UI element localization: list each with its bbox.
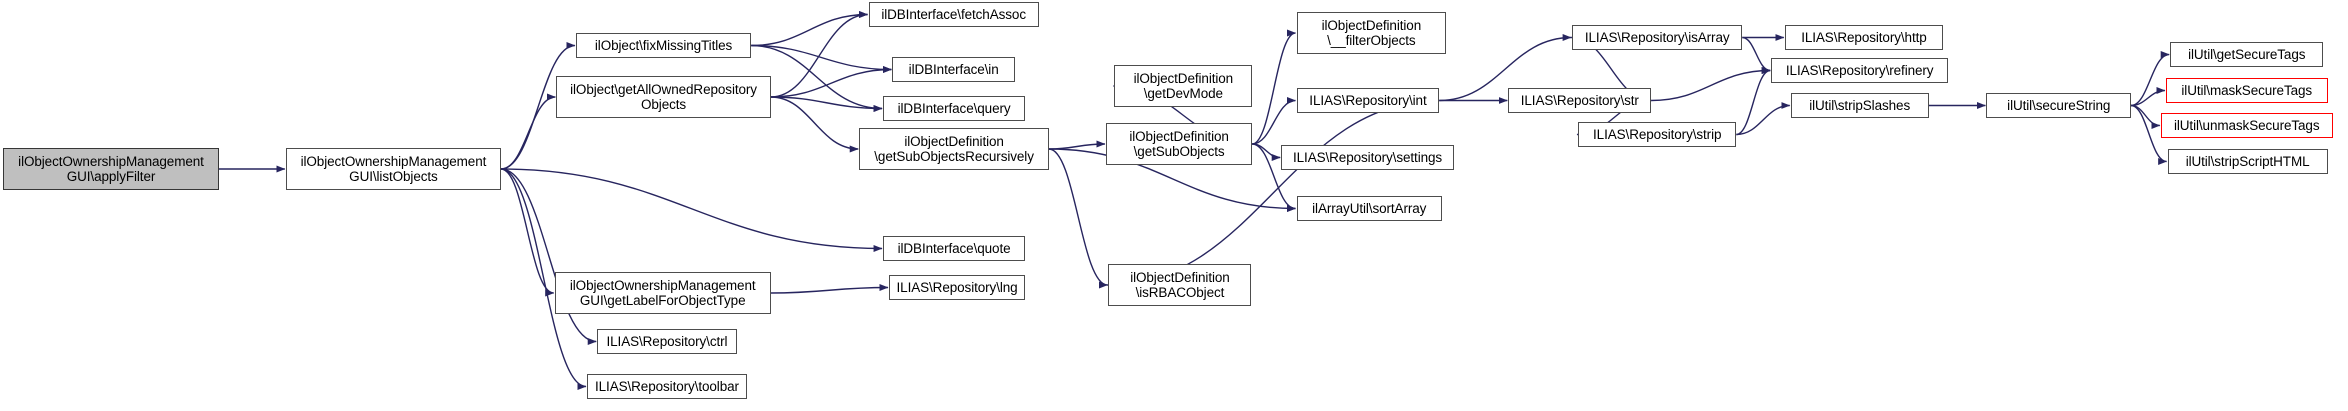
graph-node[interactable]: ILIAS\Repository\refinery: [1771, 58, 1949, 83]
graph-node[interactable]: ilUtil\stripSlashes: [1790, 93, 1929, 118]
graph-node[interactable]: ILIAS\Repository\toolbar: [587, 374, 747, 399]
graph-node[interactable]: ilObjectDefinition \__filterObjects: [1296, 12, 1447, 54]
graph-node[interactable]: ILIAS\Repository\lng: [889, 275, 1026, 300]
graph-edge: [751, 11, 869, 47]
graph-node[interactable]: ilUtil\stripScriptHTML: [2167, 149, 2328, 174]
graph-edge: [1048, 140, 1106, 150]
graph-node[interactable]: ilDBInterface\in: [892, 57, 1015, 82]
graph-node[interactable]: ILIAS\Repository\ctrl: [597, 329, 737, 354]
graph-node[interactable]: ILIAS\Repository\http: [1784, 25, 1944, 50]
graph-node[interactable]: ilObjectOwnershipManagement GUI\getLabel…: [554, 272, 771, 314]
graph-edge: [501, 168, 597, 345]
graph-node[interactable]: ILIAS\Repository\isArray: [1572, 25, 1743, 50]
graph-edge: [770, 284, 889, 294]
graph-edge: [1736, 67, 1771, 136]
graph-edge: [751, 44, 883, 112]
graph-node[interactable]: ilDBInterface\quote: [883, 236, 1026, 261]
graph-edge: [500, 168, 555, 297]
graph-node[interactable]: ILIAS\Repository\settings: [1281, 145, 1454, 170]
graph-node[interactable]: ILIAS\Repository\int: [1296, 88, 1440, 113]
graph-edge: [1252, 97, 1296, 145]
graph-node[interactable]: ilUtil\unmaskSecureTags: [2160, 113, 2333, 138]
graph-node[interactable]: ilArrayUtil\sortArray: [1296, 196, 1442, 221]
graph-edge: [1651, 67, 1771, 102]
graph-node[interactable]: ilUtil\getSecureTags: [2170, 42, 2324, 67]
graph-node[interactable]: ilObjectDefinition \getSubObjectsRecursi…: [859, 128, 1049, 170]
graph-node[interactable]: ilObjectDefinition \getDevMode: [1114, 65, 1253, 107]
graph-edge: [1252, 143, 1281, 161]
graph-edge: [500, 93, 556, 170]
graph-node[interactable]: ilObjectDefinition \getSubObjects: [1105, 123, 1253, 165]
graph-node[interactable]: ilObjectDefinition \isRBACObject: [1108, 264, 1252, 306]
graph-node[interactable]: ilUtil\maskSecureTags: [2165, 78, 2328, 103]
graph-edge: [501, 168, 883, 252]
graph-node[interactable]: ILIAS\Repository\str: [1508, 88, 1652, 113]
graph-node[interactable]: ilObjectOwnershipManagement GUI\applyFil…: [3, 148, 219, 190]
graph-edge: [1742, 36, 1771, 74]
graph-node[interactable]: ilUtil\secureString: [1986, 93, 2132, 118]
graph-edge: [2130, 104, 2161, 129]
graph-node[interactable]: ilObject\fixMissingTitles: [575, 33, 752, 58]
graph-edge: [770, 66, 892, 98]
graph-node[interactable]: ilObject\getAllOwnedRepository Objects: [556, 76, 771, 118]
graph-node[interactable]: ilDBInterface\query: [883, 96, 1026, 121]
graph-node[interactable]: ILIAS\Repository\strip: [1578, 122, 1737, 147]
graph-edge: [770, 96, 859, 153]
graph-node[interactable]: ilDBInterface\fetchAssoc: [868, 2, 1039, 27]
graph-edge: [751, 44, 892, 73]
graph-edge: [770, 96, 883, 112]
graph-node[interactable]: ilObjectOwnershipManagement GUI\listObje…: [285, 148, 502, 190]
graph-edge: [1252, 29, 1296, 145]
graph-edge: [2131, 87, 2166, 107]
graph-edge: [2130, 51, 2170, 107]
graph-edge: [1736, 102, 1791, 136]
graph-edge: [1048, 148, 1108, 289]
graph-edge: [770, 11, 869, 98]
